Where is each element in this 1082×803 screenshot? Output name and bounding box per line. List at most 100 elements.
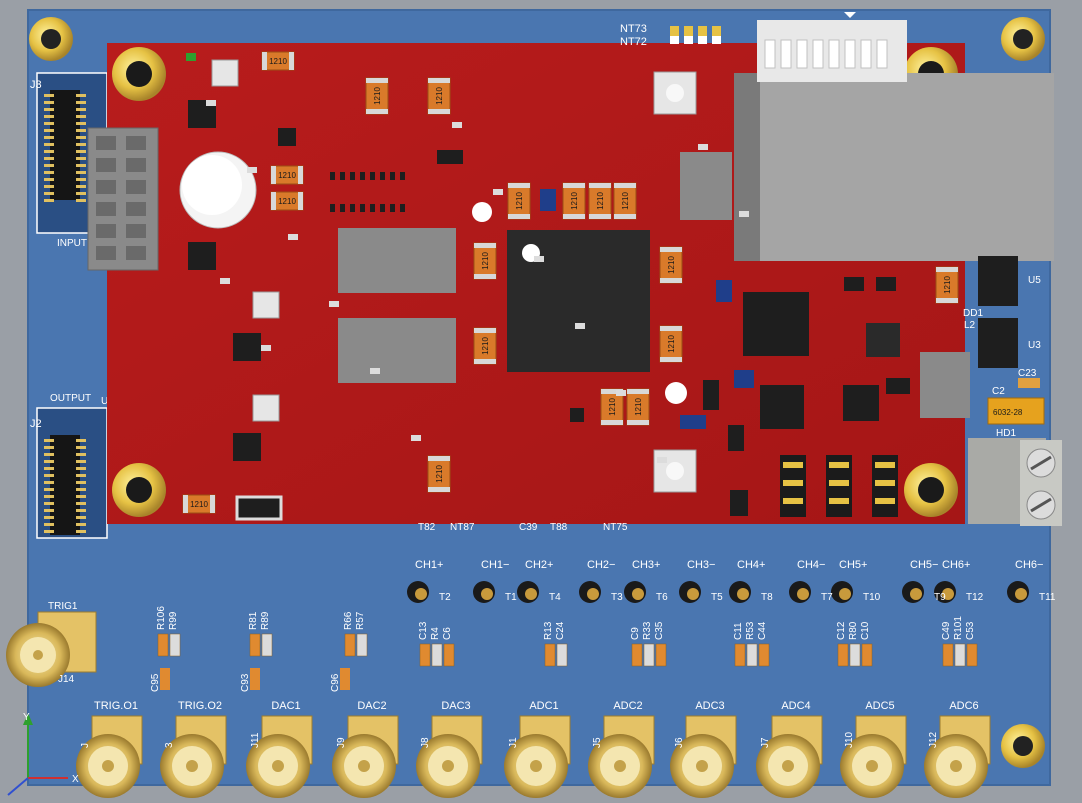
label-input: INPUT — [57, 238, 87, 249]
sma-label: ADC2 — [613, 700, 642, 712]
sma-label: ADC1 — [529, 700, 558, 712]
test-point-label: CH3− — [687, 559, 715, 571]
label-c23: C23 — [1018, 368, 1037, 379]
svg-text:1210: 1210 — [190, 500, 208, 509]
test-point-ref: T9 — [934, 592, 946, 603]
mounting-hole-tl — [29, 17, 73, 61]
svg-text:1210: 1210 — [667, 256, 676, 274]
passive-label: C35 — [654, 621, 665, 640]
label-nt72: NT72 — [620, 36, 647, 48]
sma-trig1 — [6, 611, 97, 687]
passive-label: R106 — [156, 606, 167, 630]
passive-label: C9 — [630, 627, 641, 640]
passive-label: R57 — [355, 611, 366, 630]
label-l2: L2 — [964, 320, 976, 331]
connector-pins — [44, 94, 86, 533]
sma-label: DAC1 — [271, 700, 300, 712]
label-under-nt75: NT75 — [603, 522, 628, 533]
svg-text:1210: 1210 — [481, 337, 490, 355]
test-point-ref: T7 — [821, 592, 833, 603]
passive-label: C6 — [442, 627, 453, 640]
test-point-label: CH2+ — [525, 559, 553, 571]
sma-ref: J11 — [250, 732, 261, 748]
svg-text:1210: 1210 — [621, 192, 630, 210]
label-c2: C2 — [992, 386, 1005, 397]
svg-text:1210: 1210 — [667, 335, 676, 353]
mounting-hole-br — [1001, 724, 1045, 768]
passive-label: R13 — [543, 621, 554, 640]
mezzanine-board: 1210 1210 1210 1210 1210 1210 1210 1210 1210 1210… — [87, 12, 1054, 524]
svg-text:1210: 1210 — [269, 57, 287, 66]
passive-label: C11 — [733, 622, 744, 640]
label-u: U — [101, 396, 108, 407]
test-point-label: CH6− — [1015, 559, 1043, 571]
label-hd1: HD1 — [996, 428, 1016, 439]
passive-label: C12 — [836, 621, 847, 640]
sma-ref: J — [80, 743, 91, 748]
svg-text:6032-28: 6032-28 — [993, 408, 1023, 417]
sma-label: ADC3 — [695, 700, 724, 712]
axis-triad — [7, 713, 68, 796]
passive-label: R53 — [745, 621, 756, 640]
test-point-ref: T4 — [549, 592, 561, 603]
passive-label: C10 — [860, 621, 871, 640]
svg-text:1210: 1210 — [435, 87, 444, 105]
test-point-label: CH5+ — [839, 559, 867, 571]
test-point-ref: T3 — [611, 592, 623, 603]
sma-label: DAC3 — [441, 700, 470, 712]
sma-label: ADC5 — [865, 700, 894, 712]
cap-label: C95 — [150, 673, 161, 692]
test-point-ref: T6 — [656, 592, 668, 603]
label-under-t88: T88 — [550, 522, 568, 533]
passive-label: R81 — [248, 611, 259, 630]
test-point-ref: T2 — [439, 592, 451, 603]
label-output: OUTPUT — [50, 393, 91, 404]
label-under-c39: C39 — [519, 522, 538, 533]
sma-label: TRIG.O1 — [94, 700, 138, 712]
passive-label: R66 — [343, 611, 354, 630]
sma-ref: J10 — [844, 731, 855, 748]
passive-label: C44 — [757, 621, 768, 640]
test-point-ref: T10 — [863, 592, 881, 603]
passive-label: C24 — [555, 621, 566, 640]
axis-x-label: X — [72, 774, 79, 785]
passive-label: R4 — [430, 627, 441, 640]
svg-text:1210: 1210 — [596, 192, 605, 210]
sma-ref: J6 — [674, 737, 685, 748]
test-point-ref: T1 — [505, 592, 517, 603]
passive-label: C53 — [965, 621, 976, 640]
passive-label: R99 — [168, 611, 179, 630]
inductor — [920, 352, 970, 418]
mounting-hole-tr — [1001, 17, 1045, 61]
passive-label: C13 — [418, 621, 429, 640]
label-j2: J2 — [30, 418, 42, 430]
label-u5: U5 — [1028, 275, 1041, 286]
regulator-u5 — [978, 256, 1018, 306]
passive-label: C49 — [941, 621, 952, 640]
test-point-ref: T12 — [966, 592, 984, 603]
terminal-block-hd1 — [968, 438, 1062, 526]
label-dd1: DD1 — [963, 308, 983, 319]
label-under-t82: T82 — [418, 522, 436, 533]
label-u3: U3 — [1028, 340, 1041, 351]
sma-label: ADC6 — [949, 700, 978, 712]
svg-text:1210: 1210 — [278, 197, 296, 206]
label-trig1: TRIG1 — [48, 601, 78, 612]
test-point-label: CH3+ — [632, 559, 660, 571]
sma-ref: 3 — [164, 742, 175, 748]
sma-label: DAC2 — [357, 700, 386, 712]
svg-text:1210: 1210 — [515, 192, 524, 210]
test-point-label: CH6+ — [942, 559, 970, 571]
test-point-label: CH5− — [910, 559, 938, 571]
svg-text:1210: 1210 — [943, 276, 952, 294]
svg-text:1210: 1210 — [435, 465, 444, 483]
svg-text:1210: 1210 — [608, 398, 617, 416]
sma-ref: J12 — [928, 731, 939, 748]
test-point-label: CH4− — [797, 559, 825, 571]
test-point-ref: T8 — [761, 592, 773, 603]
sma-ref: J8 — [420, 737, 431, 748]
test-point-label: CH1− — [481, 559, 509, 571]
sma-ref: J7 — [760, 737, 771, 748]
